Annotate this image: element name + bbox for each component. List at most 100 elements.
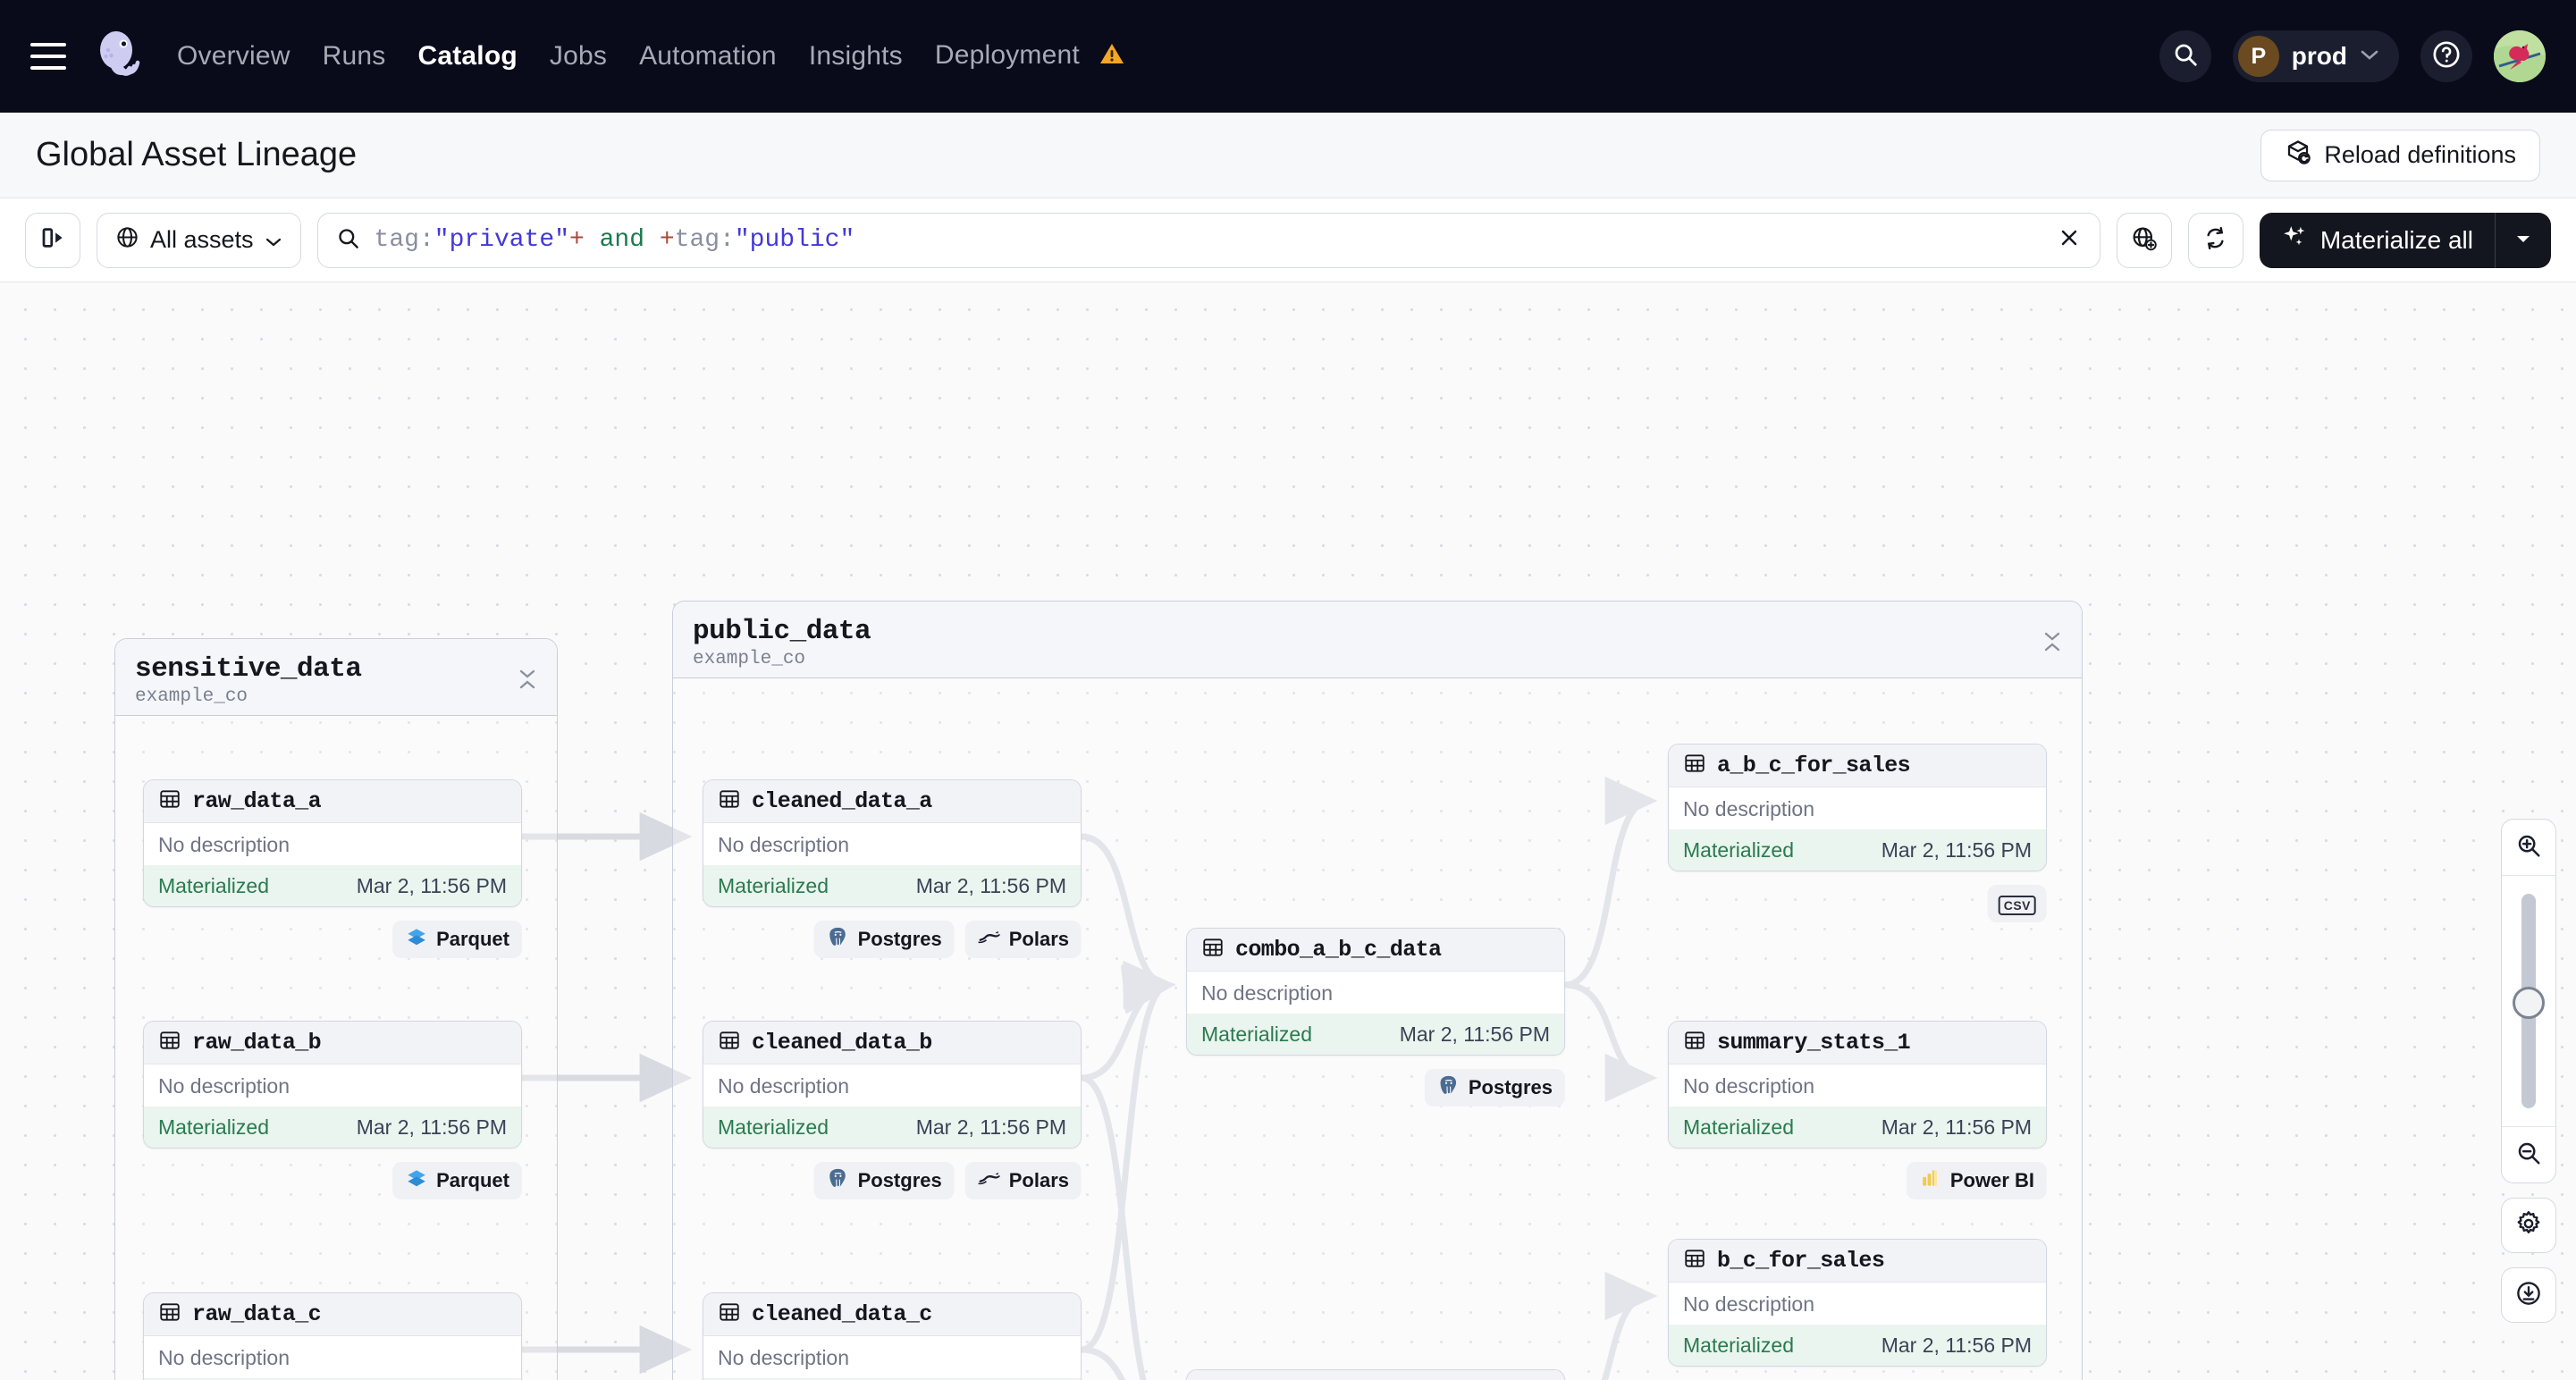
download-graph-button[interactable] bbox=[2501, 1267, 2556, 1323]
collapse-vertical-icon[interactable] bbox=[518, 668, 537, 695]
asset-tag-csv[interactable]: CSV bbox=[1987, 885, 2047, 922]
graph-settings-button[interactable] bbox=[2501, 1198, 2556, 1253]
lineage-graph-canvas[interactable]: sensitive_data example_co public_data ex… bbox=[0, 282, 2576, 1380]
status-badge: Materialized bbox=[1683, 1333, 1794, 1357]
postgres-icon bbox=[1437, 1073, 1461, 1102]
nav-link-catalog[interactable]: Catalog bbox=[417, 40, 518, 71]
asset-node-title: combo_b_c_data bbox=[1235, 1378, 1416, 1380]
asset-node-header[interactable]: raw_data_c bbox=[144, 1293, 521, 1336]
asset-group-header[interactable]: public_data example_co bbox=[673, 602, 2082, 678]
top-navigation-bar: Overview Runs Catalog Jobs Automation In… bbox=[0, 0, 2576, 113]
asset-tag-label: Parquet bbox=[436, 1169, 509, 1191]
asset-node-header[interactable]: raw_data_b bbox=[144, 1022, 521, 1064]
asset-node-description: No description bbox=[1669, 1283, 2046, 1325]
deployment-name: prod bbox=[2291, 42, 2347, 70]
status-badge: Materialized bbox=[718, 1115, 829, 1139]
asset-scope-filter-label: All assets bbox=[150, 226, 254, 253]
materialize-all-button[interactable]: Materialize all bbox=[2259, 212, 2551, 268]
asset-tag-postgres[interactable]: Postgres bbox=[813, 921, 955, 958]
table-icon bbox=[718, 1300, 741, 1328]
deployment-switcher[interactable]: P prod bbox=[2232, 30, 2399, 82]
collapse-vertical-icon[interactable] bbox=[2042, 630, 2062, 658]
asset-node-header[interactable]: cleaned_data_c bbox=[703, 1293, 1081, 1336]
nav-link-runs[interactable]: Runs bbox=[322, 40, 386, 71]
asset-node-header[interactable]: combo_a_b_c_data bbox=[1187, 929, 1564, 972]
status-badge: Materialized bbox=[1201, 1022, 1312, 1046]
zoom-slider-thumb[interactable] bbox=[2513, 987, 2545, 1019]
asset-tag-parquet[interactable]: Parquet bbox=[392, 921, 522, 958]
refresh-button[interactable] bbox=[2187, 212, 2243, 268]
asset-node-tags: Parquet bbox=[392, 921, 522, 958]
zoom-in-button[interactable] bbox=[2502, 820, 2555, 875]
asset-scope-filter[interactable]: All assets bbox=[97, 212, 301, 268]
table-icon bbox=[1683, 1029, 1706, 1056]
asset-tag-polars[interactable]: Polars bbox=[964, 921, 1082, 958]
asset-group-sensitive-data[interactable]: sensitive_data example_co bbox=[114, 638, 558, 1380]
nav-link-overview[interactable]: Overview bbox=[177, 40, 290, 71]
zoom-out-button[interactable] bbox=[2502, 1127, 2555, 1182]
status-badge: Materialized bbox=[158, 873, 269, 897]
clear-search-button[interactable] bbox=[2039, 225, 2082, 255]
user-avatar[interactable] bbox=[2494, 30, 2546, 82]
asset-query-search-box[interactable]: tag:"private"+ and +tag:"public" bbox=[316, 212, 2100, 268]
postgres-icon bbox=[827, 925, 850, 954]
asset-query-input[interactable]: tag:"private"+ and +tag:"public" bbox=[375, 226, 855, 254]
add-to-global-view-button[interactable] bbox=[2116, 212, 2172, 268]
zoom-divider-top bbox=[2502, 875, 2555, 876]
help-button[interactable] bbox=[2420, 30, 2472, 82]
asset-node-description: No description bbox=[703, 1336, 1081, 1378]
status-badge: Materialized bbox=[158, 1115, 269, 1139]
asset-node-header[interactable]: a_b_c_for_sales bbox=[1669, 745, 2046, 787]
global-search-button[interactable] bbox=[2159, 30, 2211, 82]
asset-tag-parquet[interactable]: Parquet bbox=[392, 1162, 522, 1199]
reload-definitions-button[interactable]: Reload definitions bbox=[2260, 129, 2540, 181]
nav-link-jobs[interactable]: Jobs bbox=[549, 40, 608, 71]
asset-group-header[interactable]: sensitive_data example_co bbox=[115, 639, 557, 716]
asset-node-title: cleaned_data_a bbox=[752, 788, 932, 814]
status-timestamp: Mar 2, 11:56 PM bbox=[356, 1115, 507, 1139]
asset-node-header[interactable]: raw_data_a bbox=[144, 780, 521, 823]
asset-node-description: No description bbox=[144, 1064, 521, 1107]
materialize-options-button[interactable] bbox=[2496, 231, 2551, 248]
asset-tag-postgres[interactable]: Postgres bbox=[1424, 1069, 1565, 1107]
asset-tag-polars[interactable]: Polars bbox=[964, 1162, 1082, 1199]
asset-tag-power-bi[interactable]: Power BI bbox=[1906, 1162, 2047, 1199]
zoom-slider[interactable] bbox=[2502, 876, 2555, 1126]
asset-tag-postgres[interactable]: Postgres bbox=[813, 1162, 955, 1199]
asset-node-header[interactable]: b_c_for_sales bbox=[1669, 1240, 2046, 1283]
asset-node-raw_data_c[interactable]: raw_data_cNo descriptionMaterializedMar … bbox=[143, 1292, 522, 1380]
panel-expand-icon bbox=[39, 224, 66, 256]
nav-link-automation[interactable]: Automation bbox=[639, 40, 777, 71]
hamburger-menu-icon[interactable] bbox=[30, 43, 66, 70]
materialize-all-main[interactable]: Materialize all bbox=[2260, 223, 2495, 257]
asset-node-header[interactable]: combo_b_c_data bbox=[1187, 1370, 1564, 1380]
asset-node-title: raw_data_c bbox=[192, 1301, 322, 1327]
nav-link-deployment[interactable]: Deployment bbox=[935, 40, 1125, 72]
asset-node-header[interactable]: summary_stats_1 bbox=[1669, 1022, 2046, 1064]
globe-icon bbox=[115, 225, 139, 256]
sidebar-toggle-button[interactable] bbox=[25, 212, 80, 268]
asset-node-header[interactable]: cleaned_data_b bbox=[703, 1022, 1081, 1064]
deployment-avatar: P bbox=[2237, 36, 2279, 77]
nav-link-insights[interactable]: Insights bbox=[808, 40, 903, 71]
asset-node-cleaned_data_c[interactable]: cleaned_data_cNo descriptionMaterialized… bbox=[703, 1292, 1082, 1380]
asset-node-header[interactable]: cleaned_data_a bbox=[703, 780, 1081, 823]
asset-group-name: sensitive_data bbox=[135, 653, 362, 685]
dagster-logo-icon[interactable] bbox=[91, 29, 147, 84]
table-icon bbox=[718, 787, 741, 815]
